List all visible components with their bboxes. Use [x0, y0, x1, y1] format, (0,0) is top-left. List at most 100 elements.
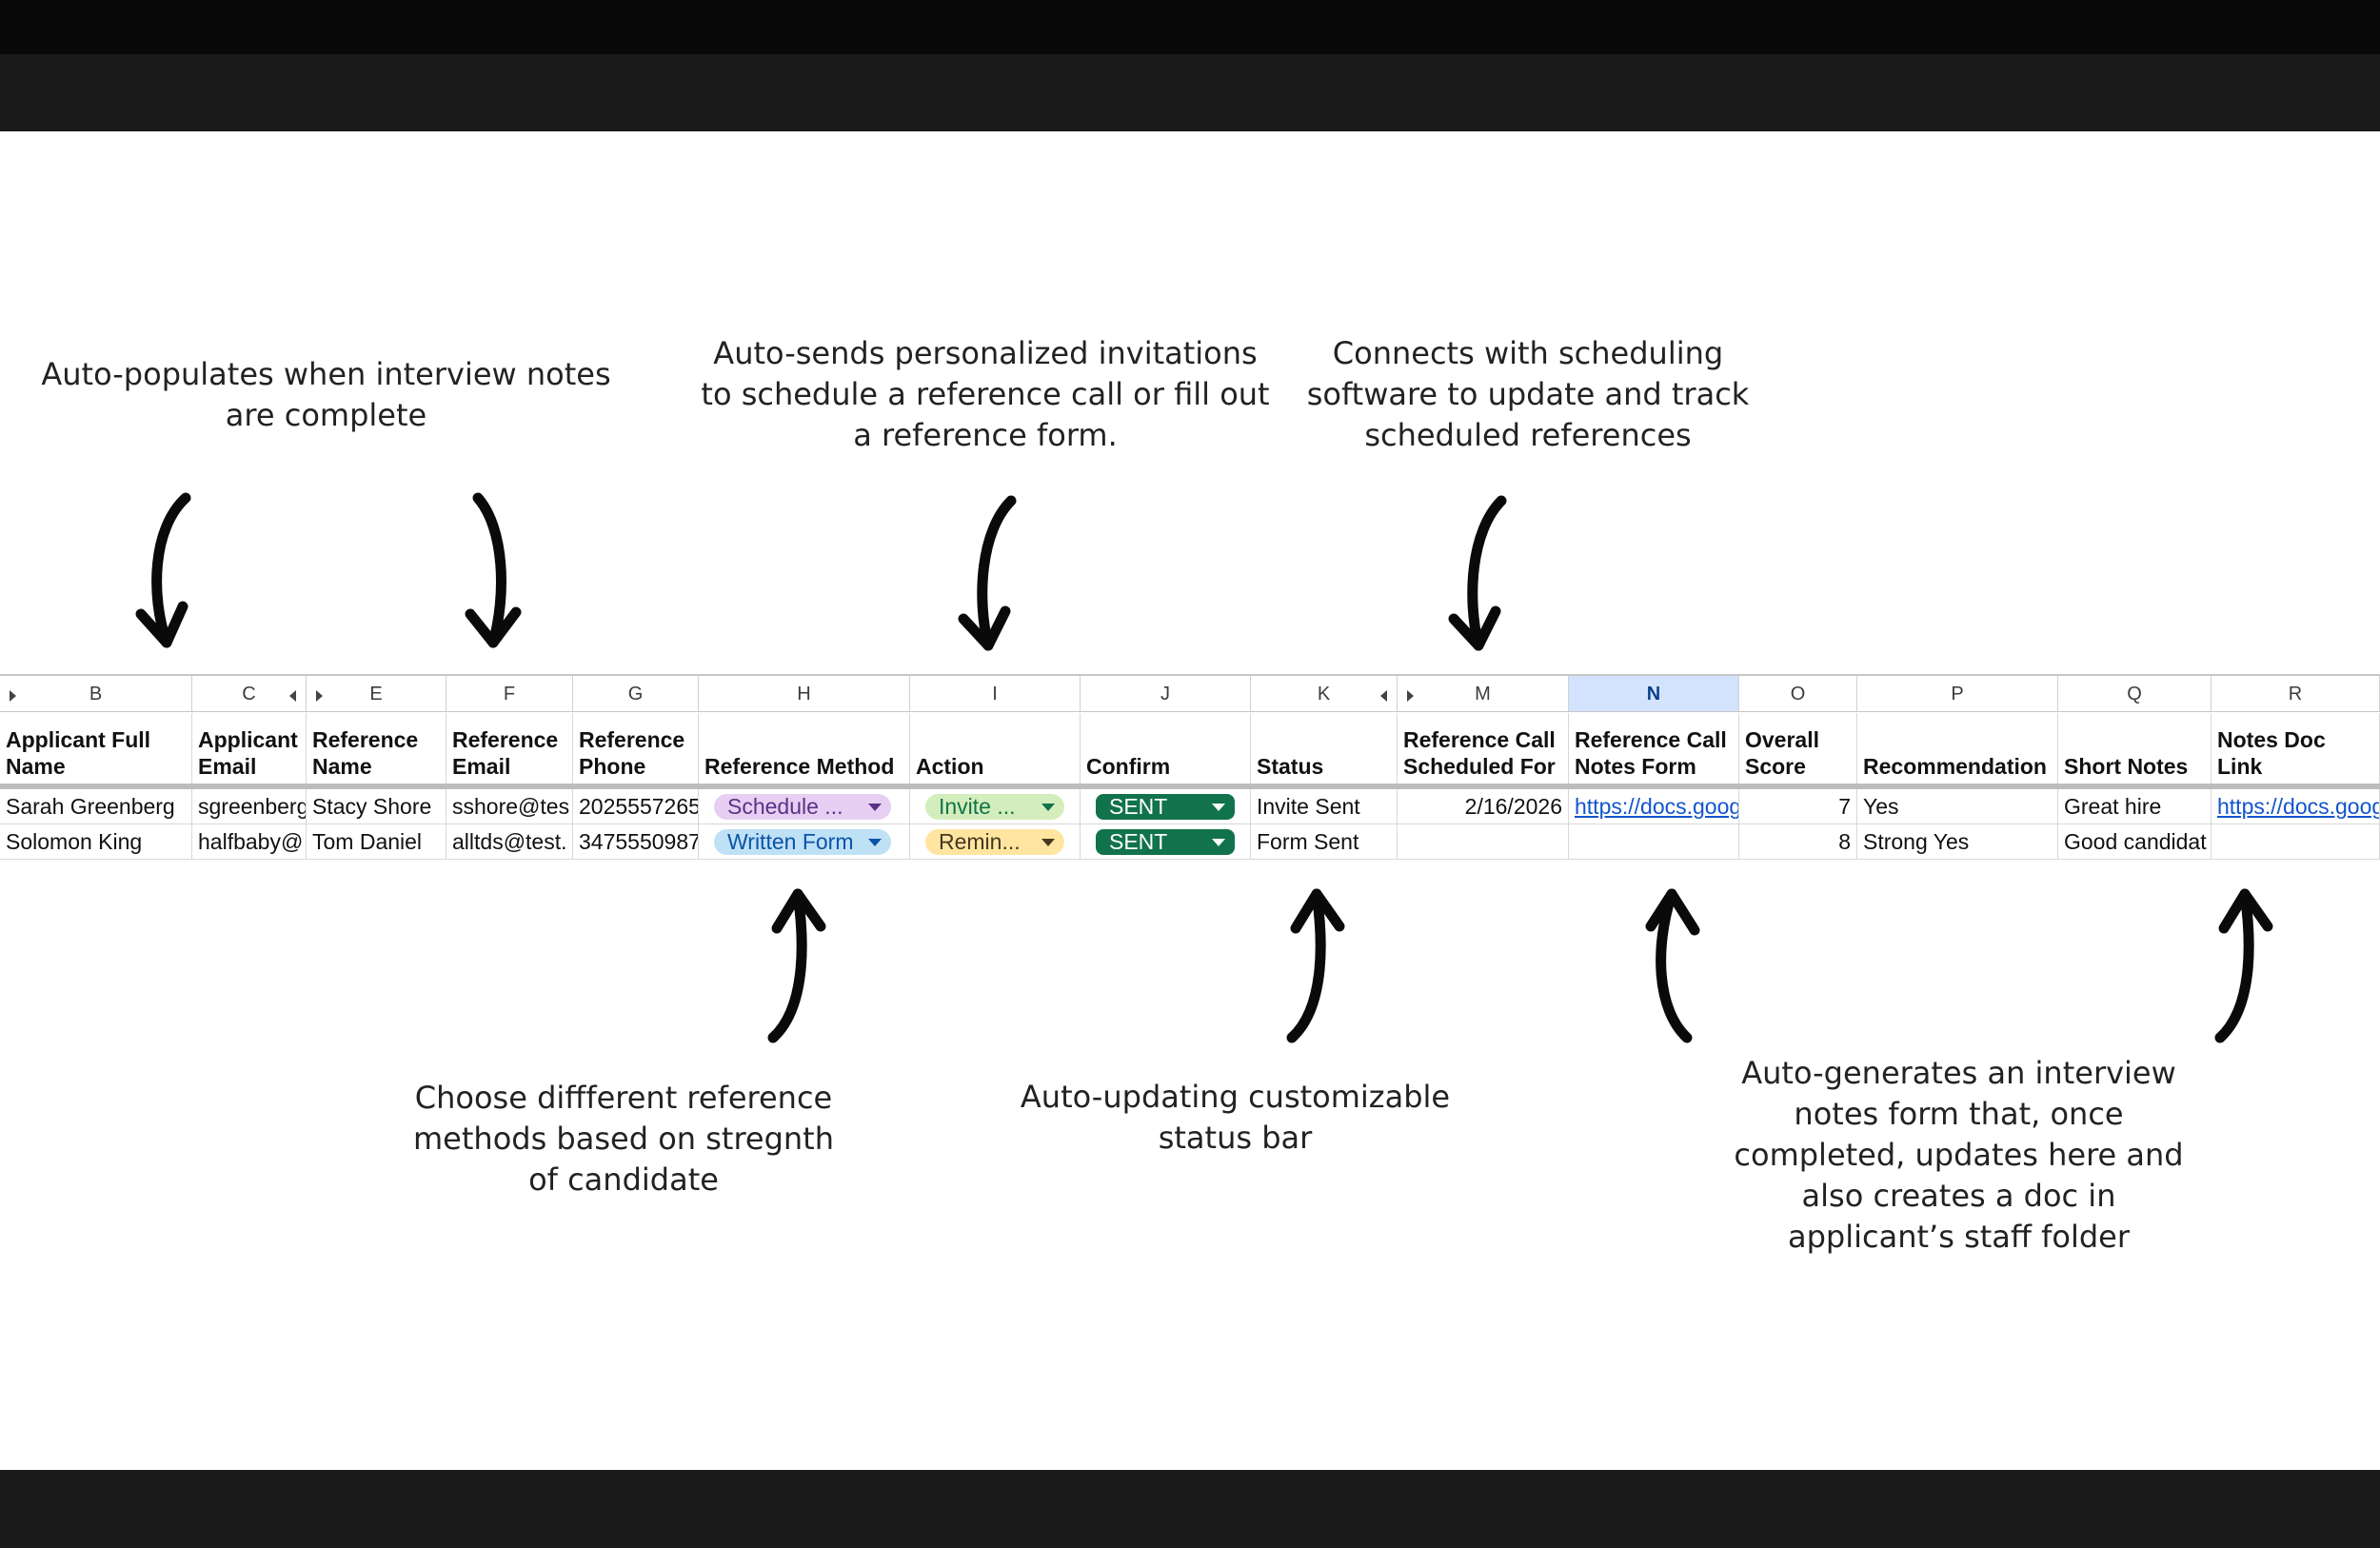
header-applicant-email[interactable]: Applicant Email: [192, 713, 307, 784]
header-short-notes[interactable]: Short Notes: [2058, 713, 2211, 784]
table-cell[interactable]: halfbaby@: [192, 824, 307, 860]
column-header-b[interactable]: B: [0, 674, 192, 712]
column-header-r[interactable]: R: [2211, 674, 2380, 712]
down-arrow-icon: [1448, 495, 1507, 651]
confirm-dropdown[interactable]: SENT: [1096, 829, 1235, 855]
header-status[interactable]: Status: [1251, 713, 1398, 784]
column-letter: R: [2288, 684, 2303, 705]
down-arrow-icon: [465, 492, 522, 648]
header-notes-doc-link[interactable]: Notes Doc Link: [2211, 713, 2380, 784]
status-cell[interactable]: Form Sent: [1251, 824, 1398, 860]
scheduled-date-cell[interactable]: [1398, 824, 1569, 860]
column-letter: H: [797, 684, 811, 705]
column-header-m[interactable]: M: [1398, 674, 1569, 712]
status-cell[interactable]: Invite Sent: [1251, 789, 1398, 824]
header-confirm[interactable]: Confirm: [1081, 713, 1251, 784]
table-cell[interactable]: sgreenberg: [192, 789, 307, 824]
header-text: Applicant Full Name: [6, 727, 151, 779]
table-cell[interactable]: Stacy Shore: [307, 789, 446, 824]
column-header-q[interactable]: Q: [2058, 674, 2211, 712]
column-letter: B: [89, 684, 103, 705]
dropdown-arrow-icon[interactable]: [1041, 804, 1055, 811]
short-notes-cell[interactable]: Great hire: [2058, 789, 2211, 824]
column-header-k[interactable]: K: [1251, 674, 1398, 712]
notes-form-link[interactable]: https://docs.goog: [1569, 789, 1739, 824]
action-dropdown[interactable]: Invite ...: [925, 794, 1064, 820]
recommendation-cell[interactable]: Strong Yes: [1857, 824, 2058, 860]
table-cell[interactable]: 2025557265: [573, 789, 699, 824]
dropdown-arrow-icon[interactable]: [1212, 839, 1225, 846]
table-cell[interactable]: alltds@test.: [446, 824, 573, 860]
annotation-auto-sends-invitations: Auto-sends personalized invitations to s…: [701, 335, 1270, 453]
column-header-i[interactable]: I: [910, 674, 1081, 712]
expand-right-icon[interactable]: [1407, 690, 1414, 702]
action-dropdown[interactable]: Remin...: [925, 829, 1064, 855]
top-dark-band: [0, 54, 2380, 131]
score-cell[interactable]: 7: [1739, 789, 1857, 824]
column-header-p[interactable]: P: [1857, 674, 2058, 712]
confirm-cell[interactable]: SENT: [1081, 789, 1251, 824]
annotation-reference-methods: Choose diffferent reference methods base…: [413, 1080, 834, 1198]
header-reference-name[interactable]: Reference Name: [307, 713, 446, 784]
header-text: Reference Phone: [579, 727, 685, 779]
reference-method-cell[interactable]: Schedule ...: [699, 789, 910, 824]
expand-left-icon[interactable]: [10, 690, 16, 702]
table-cell[interactable]: Solomon King: [0, 824, 192, 860]
header-applicant-full-name[interactable]: Applicant Full Name: [0, 713, 192, 784]
table-cell[interactable]: 3475550987: [573, 824, 699, 860]
expand-right-icon[interactable]: [316, 690, 323, 702]
header-text: Applicant Email: [198, 727, 298, 779]
chip-label: Remin...: [939, 829, 1021, 854]
frozen-row-divider: [0, 784, 2380, 789]
dropdown-arrow-icon[interactable]: [1041, 839, 1055, 846]
score-cell[interactable]: 8: [1739, 824, 1857, 860]
header-action[interactable]: Action: [910, 713, 1081, 784]
column-letter: M: [1475, 684, 1491, 705]
column-header-j[interactable]: J: [1081, 674, 1251, 712]
reference-method-dropdown[interactable]: Schedule ...: [714, 794, 891, 820]
collapse-left-icon[interactable]: [289, 690, 296, 702]
confirm-dropdown[interactable]: SENT: [1096, 794, 1235, 820]
confirm-cell[interactable]: SENT: [1081, 824, 1251, 860]
reference-method-cell[interactable]: Written Form: [699, 824, 910, 860]
header-reference-call-scheduled-for[interactable]: Reference Call Scheduled For: [1398, 713, 1569, 784]
table-cell[interactable]: sshore@tes: [446, 789, 573, 824]
header-text: Confirm: [1086, 754, 1171, 779]
dropdown-arrow-icon[interactable]: [868, 804, 882, 811]
reference-method-dropdown[interactable]: Written Form: [714, 829, 891, 855]
notes-form-link[interactable]: [1569, 824, 1739, 860]
action-cell[interactable]: Invite ...: [910, 789, 1081, 824]
column-header-o[interactable]: O: [1739, 674, 1857, 712]
column-header-c[interactable]: C: [192, 674, 307, 712]
column-letter: G: [627, 684, 644, 705]
table-cell[interactable]: Sarah Greenberg: [0, 789, 192, 824]
header-recommendation[interactable]: Recommendation: [1857, 713, 2058, 784]
collapse-left-icon[interactable]: [1380, 690, 1387, 702]
dropdown-arrow-icon[interactable]: [1212, 804, 1225, 811]
column-header-h[interactable]: H: [699, 674, 910, 712]
scheduled-date-cell[interactable]: 2/16/2026: [1398, 789, 1569, 824]
header-text: Overall Score: [1745, 727, 1819, 779]
action-cell[interactable]: Remin...: [910, 824, 1081, 860]
column-header-f[interactable]: F: [446, 674, 573, 712]
column-letter: C: [242, 684, 256, 705]
header-text: Short Notes: [2064, 754, 2189, 779]
column-header-n[interactable]: N: [1569, 674, 1739, 712]
dropdown-arrow-icon[interactable]: [868, 839, 882, 846]
short-notes-cell[interactable]: Good candidat: [2058, 824, 2211, 860]
notes-doc-link[interactable]: https://docs.goog: [2211, 789, 2380, 824]
header-overall-score[interactable]: Overall Score: [1739, 713, 1857, 784]
annotation-auto-populates: Auto-populates when interview notes are …: [41, 356, 611, 433]
column-header-e[interactable]: E: [307, 674, 446, 712]
header-reference-method[interactable]: Reference Method: [699, 713, 910, 784]
table-cell[interactable]: Tom Daniel: [307, 824, 446, 860]
header-reference-call-notes-form[interactable]: Reference Call Notes Form: [1569, 713, 1739, 784]
up-arrow-icon: [767, 888, 826, 1043]
chip-label: SENT: [1109, 829, 1168, 854]
notes-doc-link[interactable]: [2211, 824, 2380, 860]
chip-label: Schedule ...: [727, 794, 843, 819]
recommendation-cell[interactable]: Yes: [1857, 789, 2058, 824]
header-reference-phone[interactable]: Reference Phone: [573, 713, 699, 784]
header-reference-email[interactable]: Reference Email: [446, 713, 573, 784]
column-header-g[interactable]: G: [573, 674, 699, 712]
